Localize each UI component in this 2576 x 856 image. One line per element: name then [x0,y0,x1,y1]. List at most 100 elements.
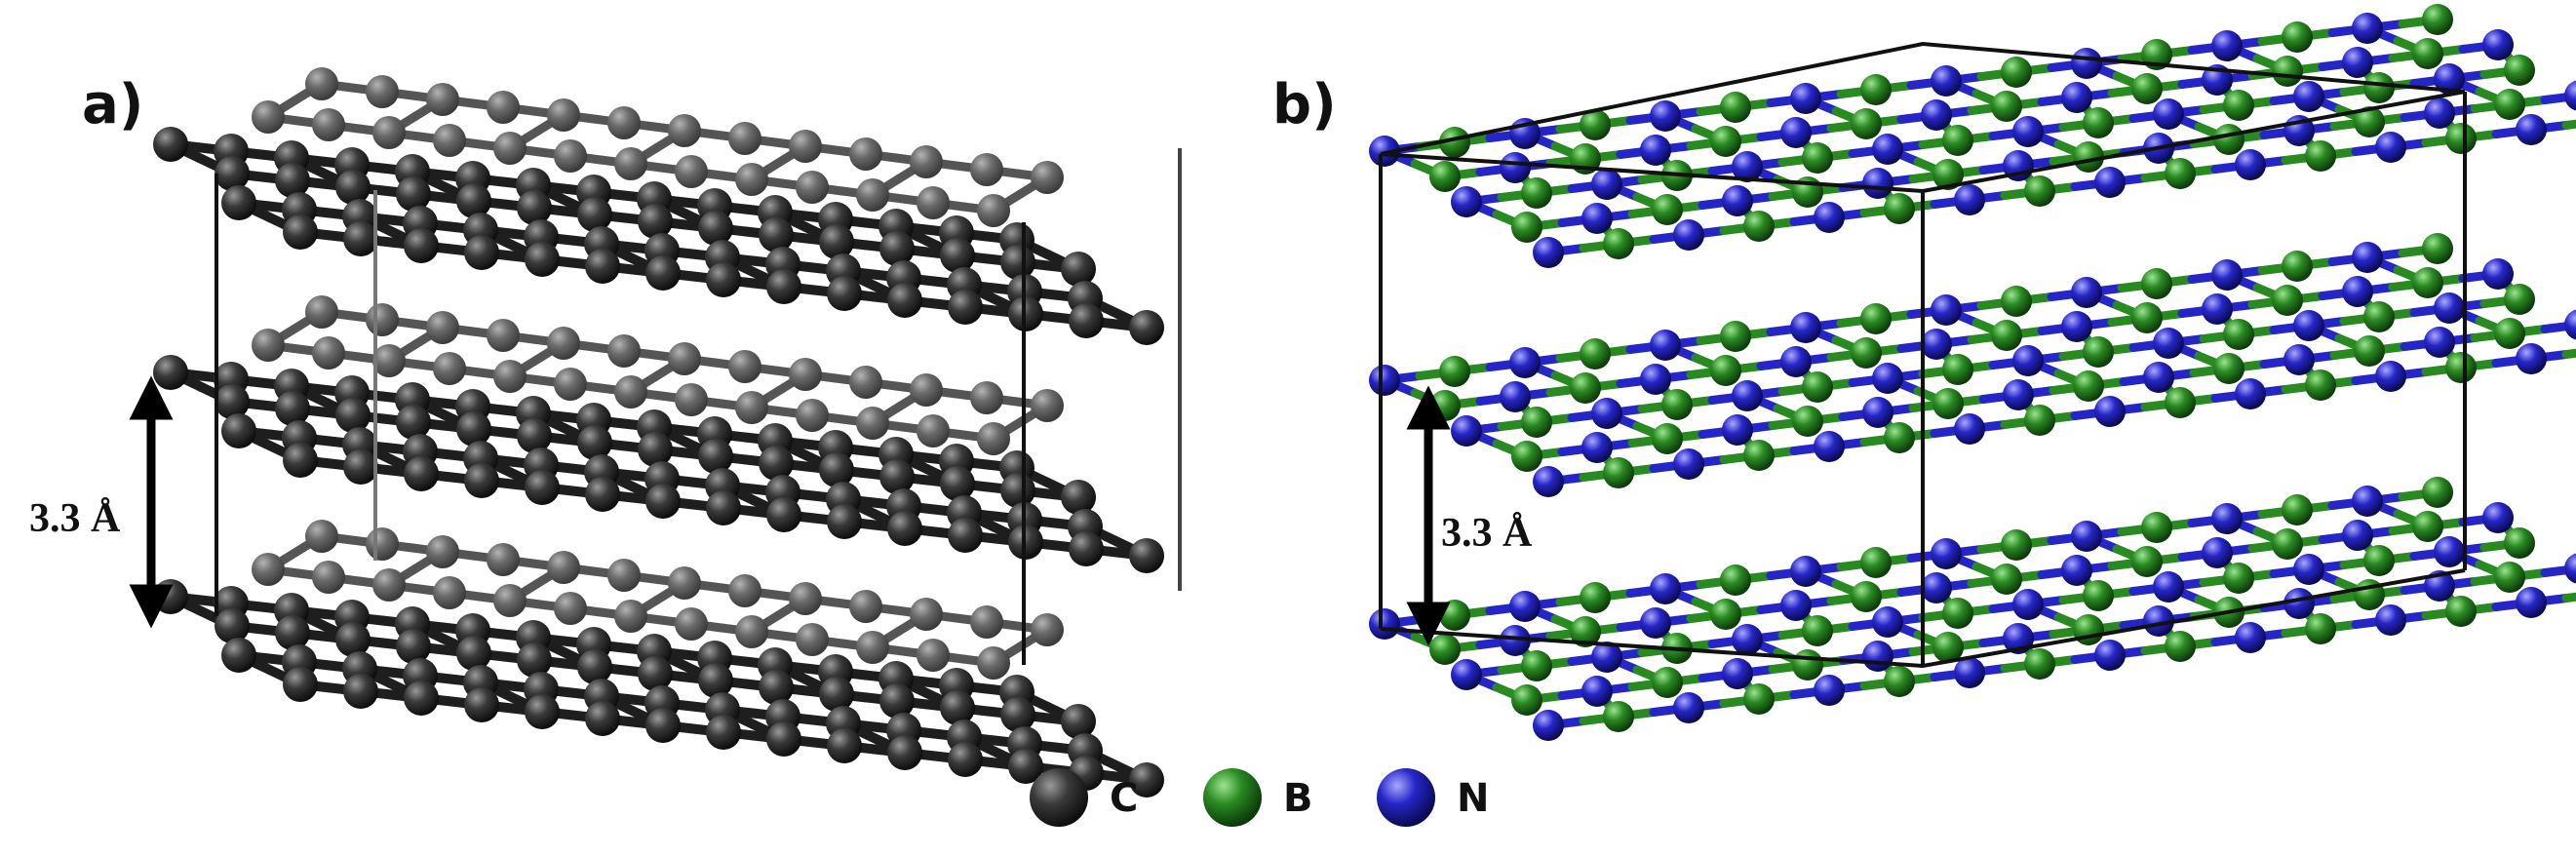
nitrogen-atom [1814,202,1845,233]
carbon-atom [917,414,950,447]
nitrogen-atom [2094,167,2126,198]
graphite-layer-3 [153,579,1164,798]
carbon-atom [1129,762,1164,798]
nitrogen-atom [2061,82,2092,113]
boron-atom [2282,494,2313,525]
boron-atom [2141,512,2172,543]
nitrogen-atom [2352,13,2383,44]
nitrogen-atom [2293,310,2324,341]
carbon-atom [910,145,943,178]
carbon-atom [366,303,399,336]
panel-b-unit-cell [1379,41,2467,669]
carbon-atom [517,642,552,678]
carbon-atom [856,631,889,664]
carbon-atom [1061,704,1096,739]
boron-atom [1942,125,1973,156]
nitrogen-atom [2342,520,2373,551]
carbon-atom [819,224,854,259]
carbon-atom [221,638,256,673]
boron-atom [2223,319,2254,350]
carbon-atom [819,677,854,712]
nitrogen-atom [1921,99,1952,131]
nitrogen-atom [1533,710,1564,741]
graphite-layer-3-back [252,520,1064,680]
nitrogen-atom [2293,554,2324,585]
nitrogen-atom [2071,521,2102,552]
legend-label-nitrogen: N [1457,776,1489,821]
boron-atom [1720,92,1751,123]
nitrogen-atom [1780,117,1812,148]
carbon-atom [283,443,318,478]
carbon-atom [335,398,371,433]
carbon-atom [1031,613,1064,646]
carbon-atom [766,497,801,532]
boron-atom [2165,387,2196,418]
boron-atom [2073,614,2104,645]
boron-atom [1743,683,1775,715]
carbon-atom [404,228,439,263]
nitrogen-atom [1591,398,1622,429]
carbon-atom [940,466,975,501]
carbon-atom [275,391,310,426]
boron-atom [1439,600,1470,631]
boron-atom [1851,337,1882,369]
boron-atom [2445,352,2477,383]
boron-atom [1580,582,1611,613]
graphite-layer-1-atoms [153,127,1164,345]
nitrogen-atom [1500,625,1531,656]
boron-atom-icon [1203,768,1262,827]
nitrogen-atom [1790,83,1821,114]
carbon-atom [607,334,641,368]
boron-atom [2354,335,2385,367]
carbon-atom [735,163,768,196]
boron-atom [2001,286,2032,317]
carbon-atom [887,511,922,546]
carbon-atom [433,352,466,385]
carbon-atom [1031,161,1064,194]
panel-a-unit-cell [215,148,1182,665]
carbon-atom [1061,480,1096,515]
carbon-atom [827,276,862,311]
carbon-atom [396,405,431,440]
carbon-atom [396,176,431,212]
graphite-layer-2-back [252,295,1064,455]
carbon-atom [547,327,580,360]
panel-b-atom-layers [1369,4,2576,741]
boron-atom [1720,564,1751,596]
carbon-atom [948,290,983,325]
nitrogen-atom [1500,381,1531,412]
carbon-atom [638,204,673,239]
boron-atom [1932,632,1964,663]
carbon-atom [827,728,862,763]
nitrogen-atom [1872,363,1903,394]
boron-atom [2272,56,2303,87]
nitrogen-atom [2235,149,2266,180]
boron-atom [2165,631,2196,662]
carbon-atom [1000,245,1035,280]
nitrogen-atom [1780,346,1812,377]
nitrogen-atom [1369,136,1400,167]
nitrogen-atom [1533,466,1564,497]
carbon-atom [675,607,708,641]
carbon-atom [668,114,701,147]
carbon-atom [396,629,431,664]
nitrogen-atom [2235,378,2266,409]
nitrogen-atom [2012,589,2044,620]
boron-atom [1511,684,1542,716]
boron-atom [1884,193,1915,224]
nitrogen-atom [2202,537,2233,568]
carbon-atom [1000,697,1035,732]
carbon-atom [433,124,466,157]
boron-atom [1932,388,1964,419]
carbon-atom [343,221,378,256]
carbon-atom [789,582,822,615]
boron-atom [1652,194,1683,225]
boron-atom [1942,354,1973,385]
nitrogen-atom [2342,276,2373,307]
carbon-atom [426,311,459,344]
boron-atom [1580,109,1611,140]
nitrogen-atom [1872,606,1903,638]
boron-atom [1743,440,1775,471]
carbon-atom [493,132,527,165]
nitrogen-atom [2424,97,2455,129]
